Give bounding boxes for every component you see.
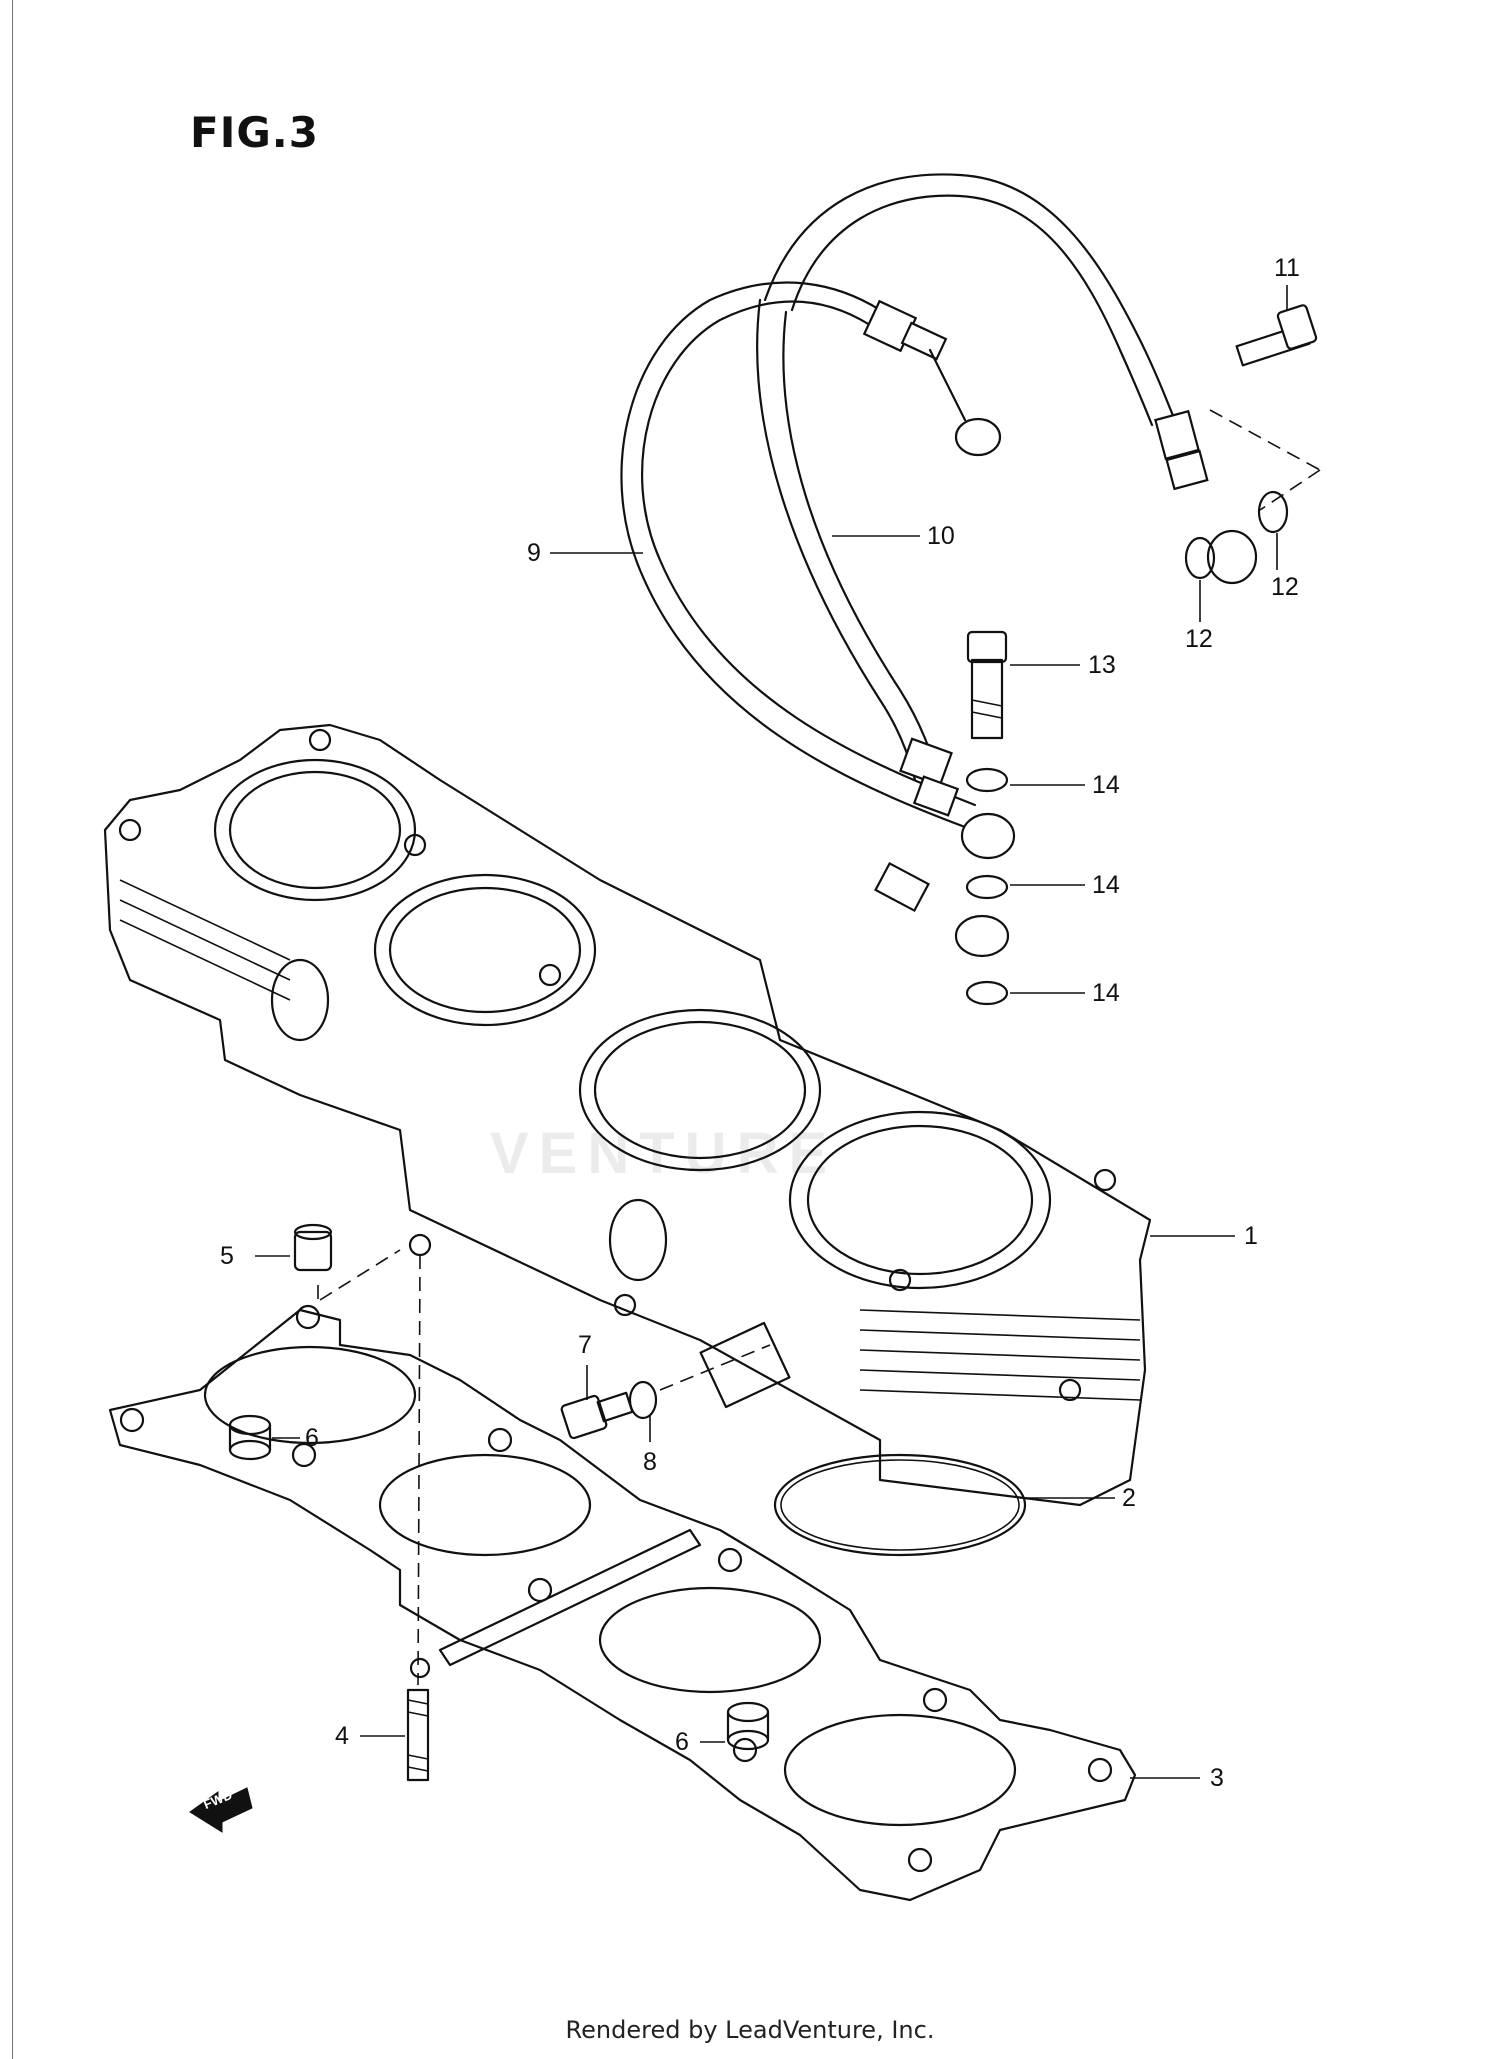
callout-4: 4 <box>335 1722 349 1750</box>
callout-14b: 14 <box>1092 871 1120 899</box>
callout-12b: 12 <box>1271 573 1299 601</box>
washer-12b <box>1257 490 1289 534</box>
callout-10: 10 <box>927 522 955 550</box>
footer-credit: Rendered by LeadVenture, Inc. <box>565 2016 935 2044</box>
leader-lines <box>255 285 1288 1779</box>
washer-14b <box>965 874 1009 900</box>
bolt-7-guide <box>659 1344 771 1391</box>
callout-3: 3 <box>1210 1764 1224 1792</box>
callout-5: 5 <box>220 1242 234 1270</box>
dowel-pin-6b <box>726 1701 770 1751</box>
page-border-line <box>12 0 13 2059</box>
callout-1: 1 <box>1244 1222 1258 1250</box>
bolt-11 <box>1209 304 1321 511</box>
washer-14a <box>965 767 1009 793</box>
callout-8: 8 <box>643 1448 657 1476</box>
stud-bolt-4 <box>406 1254 430 1782</box>
washer-14c <box>965 980 1009 1006</box>
fwd-arrow-icon <box>189 1787 253 1833</box>
o-ring-2-inner <box>780 1459 1020 1551</box>
o-ring-2 <box>773 1453 1027 1557</box>
cylinder-block-1 <box>103 723 1152 1507</box>
figure-title: FIG.3 <box>190 108 319 157</box>
cylinder-gasket-3 <box>108 1304 1137 1902</box>
hose-10 <box>756 173 1258 860</box>
washer-8 <box>628 1380 658 1420</box>
callout-14c: 14 <box>1092 979 1120 1007</box>
callout-12a: 12 <box>1185 625 1213 653</box>
nut-5 <box>293 1223 401 1305</box>
callout-2: 2 <box>1122 1484 1136 1512</box>
washer-12a <box>1184 536 1216 580</box>
hose-9 <box>620 281 1010 958</box>
callout-7: 7 <box>578 1331 592 1359</box>
callout-9: 9 <box>527 539 541 567</box>
dowel-pin-6a <box>228 1414 272 1461</box>
callout-11: 11 <box>1274 254 1300 282</box>
callout-6b: 6 <box>675 1728 689 1756</box>
callout-13: 13 <box>1088 651 1116 679</box>
callout-14a: 14 <box>1092 771 1120 799</box>
banjo-bolt-13 <box>966 630 1008 740</box>
bolt-7 <box>560 1391 634 1440</box>
callout-6a: 6 <box>305 1424 319 1452</box>
